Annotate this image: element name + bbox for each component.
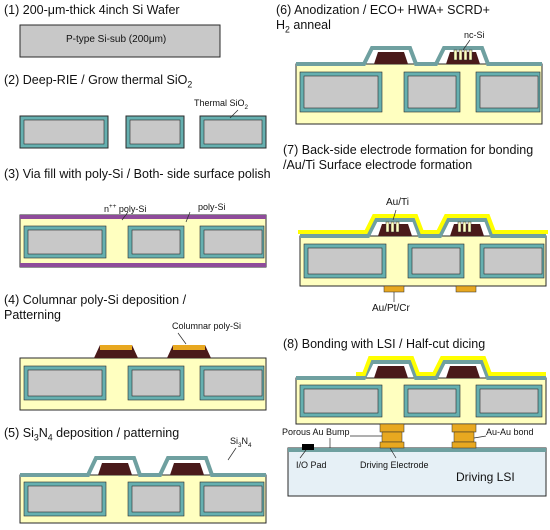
step-2-title: (2) Deep-RIE / Grow thermal SiO2 [4,73,193,90]
label-driving-lsi: Driving LSI [456,470,515,484]
diagram-6-anodization [295,39,543,125]
label-porous-au-bump: Porous Au Bump [282,427,350,437]
diagram-2-etched-wafer [19,109,267,149]
label-io-pad: I/O Pad [296,460,327,470]
step-8-title: (8) Bonding with LSI / Half-cut dicing [283,337,486,351]
step-5-title: (5) Si3N4 deposition / patterning [4,426,180,443]
label-au-ti: Au/Ti [386,197,409,208]
diagram-3-via-fill [19,211,267,268]
label-au-au-bond: Au-Au bond [486,427,534,437]
diagram-5-nitride [19,447,267,524]
label-driving-electrode: Driving Electrode [360,460,429,470]
label-thermal-sio2: Thermal SiO2 [194,98,249,111]
label-au-pt-cr: Au/Pt/Cr [372,303,410,314]
diagram-7-electrodes [298,209,548,302]
diagram-8-bonding [287,356,547,497]
step-3-title: (3) Via fill with poly-Si / Both- side s… [4,167,271,181]
step-4-title: (4) Columnar poly-Si deposition / Patter… [4,293,187,322]
step-6-title: (6) Anodization / ECO+ HWA+ SCRD+ H2 ann… [276,3,490,35]
label-npp-poly-si: n++ poly-Si [104,203,147,214]
step-7-title: (7) Back-side electrode formation for bo… [283,143,534,172]
label-wafer: P-type Si-sub (200μm) [66,34,167,45]
step-1-title: (1) 200-μm-thick 4inch Si Wafer [4,3,180,17]
diagram-1-wafer [19,24,221,58]
label-columnar-poly-si: Columnar poly-Si [172,321,242,331]
label-si3n4: Si3N4 [230,436,252,449]
diagram-4-columnar-poly [19,332,267,411]
label-poly-si: poly-Si [198,202,226,212]
label-nc-si: nc-Si [464,30,485,40]
